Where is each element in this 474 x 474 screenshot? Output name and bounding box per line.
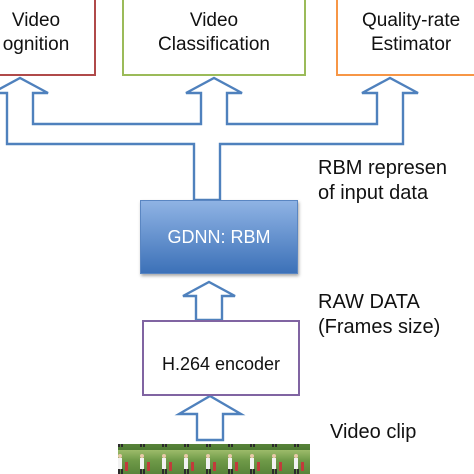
quality-estimator-label: Quality-rate Estimator: [362, 10, 461, 55]
video-recognition-box: Video ognition: [0, 0, 96, 76]
h264-encoder-box: H.264 encoder: [142, 320, 300, 396]
h264-encoder-label: H.264 encoder: [161, 354, 281, 374]
video-recognition-label: Video ognition: [2, 10, 70, 55]
video-clip-label: Video clip: [330, 421, 417, 443]
raw-data-arrow: [182, 280, 236, 322]
video-classification-label: Video Classification: [158, 10, 270, 55]
gdnn-rbm-label: GDNN: RBM: [167, 227, 271, 247]
output-arrow-tree: [0, 76, 419, 202]
video-clip-arrow: [174, 394, 246, 442]
gdnn-rbm-block: GDNN: RBM: [140, 200, 298, 274]
raw-data-label: RAW DATA (Frames size): [318, 291, 441, 338]
video-classification-box: Video Classification: [122, 0, 306, 76]
quality-estimator-box: Quality-rate Estimator: [336, 0, 474, 76]
rbm-representation-label: RBM represen of input data: [318, 157, 447, 204]
video-clip-image: [118, 444, 310, 474]
